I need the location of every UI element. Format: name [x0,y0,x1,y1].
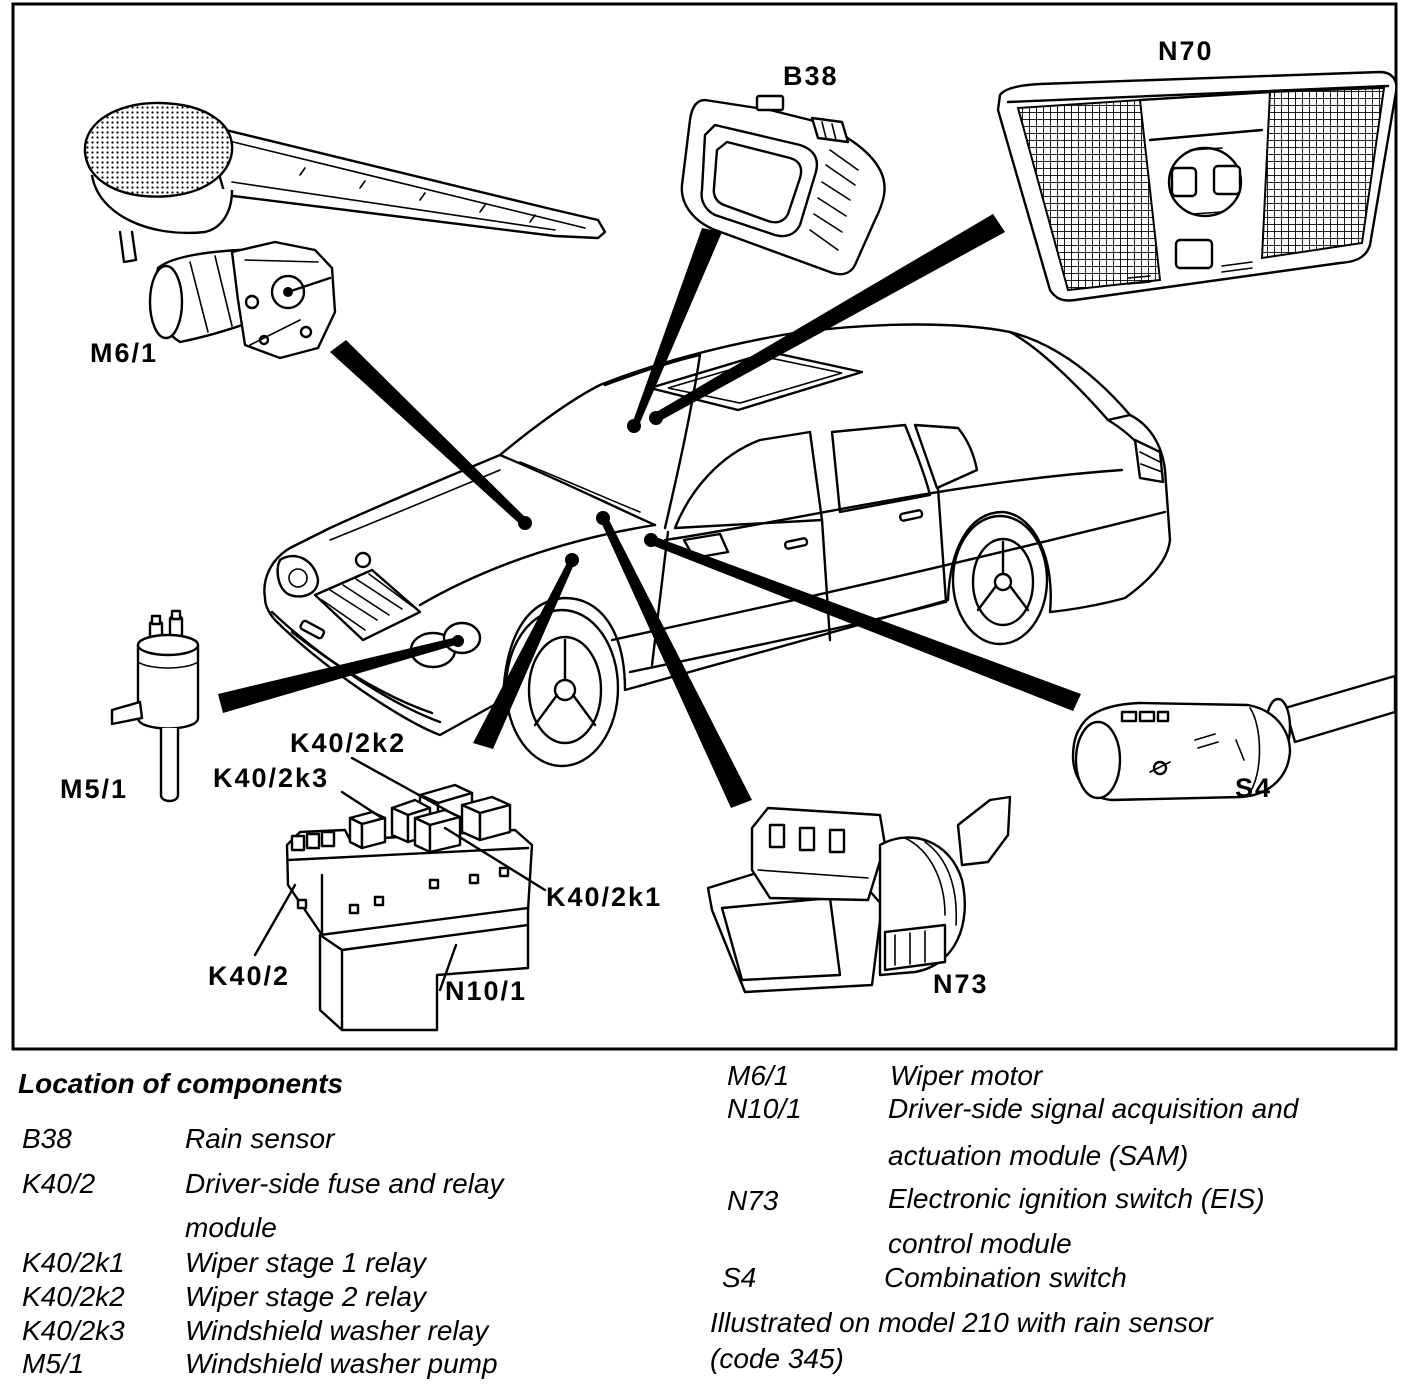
rear-wheel [951,514,1049,646]
car-illustration [263,323,1172,768]
combination-switch-s4 [1071,674,1397,802]
label-k40-2: K40/2 [208,961,290,991]
relay-spare [460,795,512,842]
legend-code: K40/2k2 [22,1281,125,1312]
legend-code: S4 [722,1262,756,1293]
label-b38: B38 [783,61,839,91]
front-wheel [504,608,620,768]
legend-code: B38 [22,1123,72,1154]
leader-n10-1 [473,559,575,749]
legend-desc: Combination switch [884,1262,1127,1293]
leader-lines [218,214,1081,808]
label-n73: N73 [933,969,989,999]
legend-desc: Wiper motor [890,1060,1044,1091]
legend-desc: Windshield washer pump [185,1348,498,1379]
overhead-control-panel-n70 [996,70,1398,302]
legend-desc: Windshield washer relay [185,1315,490,1346]
relay-k40-2k1 [413,808,462,854]
legend-note: Illustrated on model 210 with rain senso… [710,1307,1214,1338]
legend-desc: Rain sensor [185,1123,336,1154]
diagram-frame [11,2,1398,1051]
legend-desc: Wiper stage 2 relay [185,1281,428,1312]
legend-code: M6/1 [727,1060,789,1091]
legend-code: N10/1 [727,1093,802,1124]
legend-desc: Electronic ignition switch (EIS) [888,1183,1265,1214]
legend-desc: Driver-side signal acquisition and [888,1093,1300,1124]
label-n70: N70 [1158,36,1214,66]
sam-module-n10-1 [318,906,530,1032]
eis-control-module-n73 [706,795,1012,994]
legend-desc: Wiper stage 1 relay [185,1247,428,1278]
relay-k40-2k3 [348,810,387,850]
label-m5-1: M5/1 [60,774,128,804]
legend-code: K40/2k3 [22,1315,125,1346]
legend-desc: module [185,1212,277,1243]
leader-m6-1 [330,340,528,526]
wiper-motor-m6-1 [83,101,607,360]
legend-code: K40/2k1 [22,1247,125,1278]
label-n10-1: N10/1 [445,976,527,1006]
legend-desc: Driver-side fuse and relay [185,1168,506,1199]
leader-s4 [649,536,1081,711]
legend-desc: control module [888,1228,1072,1259]
label-s4: S4 [1235,773,1272,803]
label-m6-1: M6/1 [90,338,158,368]
legend-desc: actuation module (SAM) [888,1140,1188,1171]
legend-code: M5/1 [22,1348,84,1379]
legend-title: Location of components [18,1068,343,1099]
legend-code: K40/2 [22,1168,96,1199]
leader-b38 [632,228,722,425]
label-k40-2k3: K40/2k3 [213,763,329,793]
fuse-relay-module-k40-2 [253,756,547,1032]
washer-pump-m5-1 [110,609,200,803]
rain-sensor-b38 [680,94,886,276]
label-k40-2k1: K40/2k1 [546,882,662,912]
legend-note: (code 345) [710,1343,844,1374]
leader-n73 [601,518,752,808]
label-k40-2k2: K40/2k2 [290,728,406,758]
grille [313,568,422,642]
leader-m5-1 [218,637,459,713]
leader-n70 [653,214,1005,422]
legend: Location of components B38 Rain sensor K… [18,1060,1300,1379]
legend-code: N73 [727,1185,779,1216]
